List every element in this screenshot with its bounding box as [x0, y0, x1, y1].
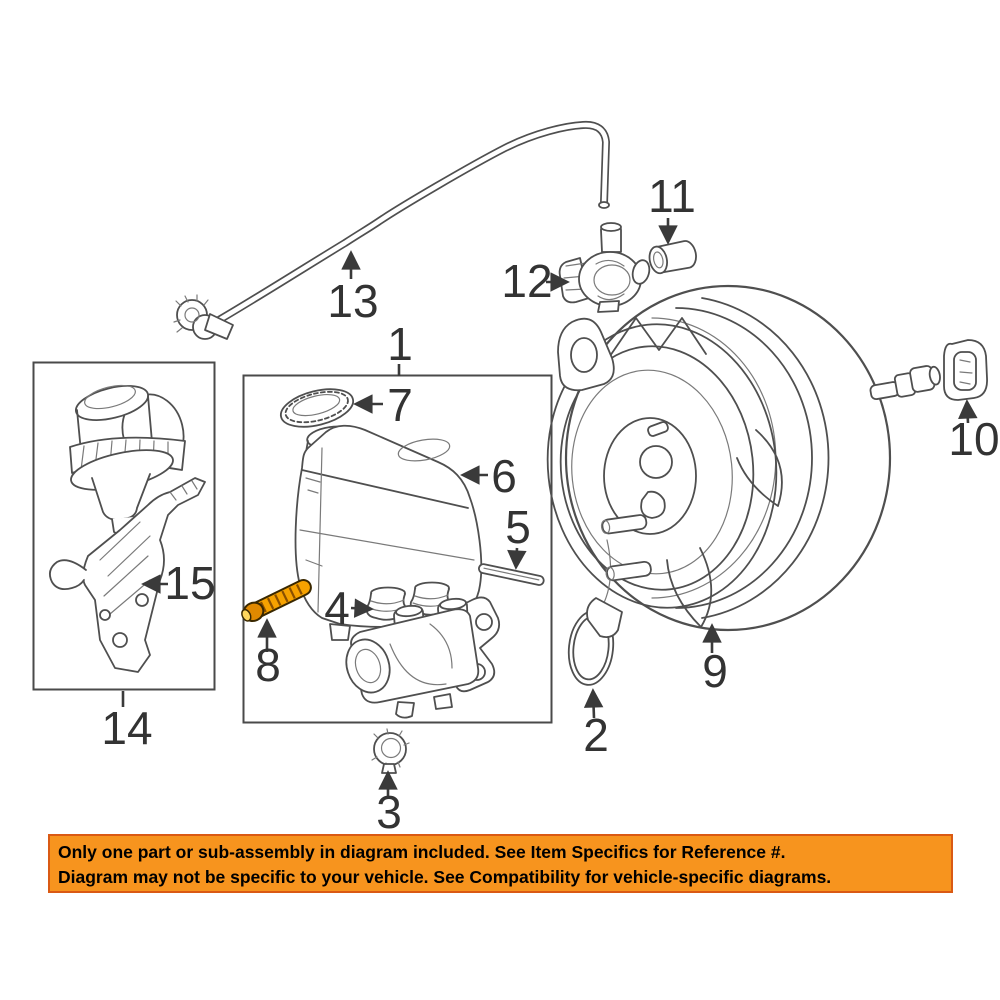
callout-4: 4: [324, 582, 374, 634]
part-label-7: 7: [387, 379, 413, 431]
part-box-14: [32, 361, 216, 691]
bushing-11: [648, 240, 697, 275]
pump-motor-15-group: [48, 384, 206, 673]
callout-11: 11: [648, 170, 696, 245]
booster-pushrod: [869, 365, 941, 401]
part-label-11: 11: [648, 170, 696, 222]
callout-2: 2: [583, 688, 609, 761]
part-label-1: 1: [387, 318, 413, 370]
grommet-10: [943, 339, 988, 401]
part-label-15: 15: [164, 557, 215, 609]
disclaimer-banner: Only one part or sub-assembly in diagram…: [48, 834, 953, 893]
brake-booster-9: [546, 284, 941, 639]
disclaimer-line-1: Only one part or sub-assembly in diagram…: [58, 842, 786, 862]
callout-15: 15: [141, 557, 216, 609]
disclaimer-line-2: Diagram may not be specific to your vehi…: [58, 867, 832, 887]
roll-pin-8-highlighted: [241, 578, 312, 623]
part-label-9: 9: [702, 645, 728, 697]
part-label-6: 6: [491, 450, 517, 502]
reservoir-cap-7: [279, 388, 355, 428]
part-label-12: 12: [501, 255, 552, 307]
hose-elbow-fitting: [173, 294, 234, 340]
seal-strip-5: [478, 563, 545, 586]
part-box-1: [242, 374, 553, 724]
callout-7: 7: [353, 379, 413, 431]
callout-13: 13: [327, 250, 379, 327]
part-label-13: 13: [327, 275, 378, 327]
callout-1: 1: [387, 318, 413, 376]
part-label-10: 10: [948, 413, 999, 465]
callout-9: 9: [702, 623, 728, 697]
callouts: 1 2 3 4 5 6 7 8: [101, 170, 999, 838]
vacuum-hose-13: [173, 120, 610, 340]
callout-3: 3: [376, 770, 402, 838]
master-cylinder-body: [345, 596, 501, 719]
cap-3: [371, 728, 410, 774]
part-label-2: 2: [583, 709, 609, 761]
callout-10: 10: [948, 399, 1000, 465]
callout-6: 6: [460, 450, 517, 502]
callout-5: 5: [505, 501, 531, 570]
part-label-3: 3: [376, 786, 402, 838]
check-valve-12: [558, 222, 651, 313]
part-label-14: 14: [101, 702, 152, 754]
part-label-4: 4: [324, 582, 350, 634]
callout-14: 14: [101, 691, 153, 754]
callout-8: 8: [255, 618, 281, 691]
part-label-8: 8: [255, 639, 281, 691]
part-label-5: 5: [505, 501, 531, 553]
callout-12: 12: [501, 255, 570, 307]
